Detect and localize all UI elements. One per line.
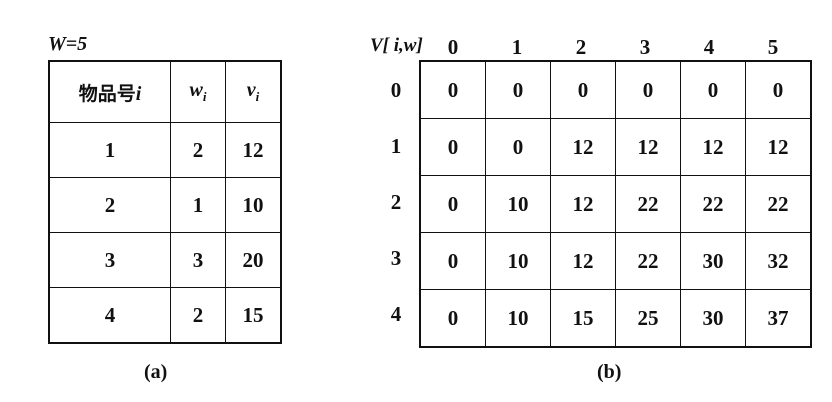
dp-cell: 10 [485,175,551,233]
dp-cell: 0 [419,118,486,176]
caption-b: (b) [597,361,622,383]
header-value-text: v [246,79,256,101]
item-cell: 3 [48,232,171,288]
row-header: 0 [390,78,402,102]
row-header: 4 [390,302,402,326]
item-cell: 1 [48,122,171,178]
value-cell: 12 [225,122,282,178]
dp-cell: 10 [485,289,551,348]
dp-cell: 30 [680,289,746,348]
table-row: 4 2 15 [48,287,282,344]
table-row: 2 1 10 [48,177,282,233]
table-row: 0 10 12 22 22 22 [419,175,812,233]
row-header: 1 [390,134,402,158]
dp-cell: 22 [680,175,746,233]
table-row: 0 10 12 22 30 32 [419,232,812,290]
dp-cell: 0 [550,60,616,119]
col-header: 2 [575,35,587,59]
dp-cell: 0 [680,60,746,119]
row-header: 3 [390,246,402,270]
row-header: 2 [390,190,402,214]
weight-cell: 2 [170,287,226,344]
dp-cell: 12 [550,175,616,233]
dp-cell: 0 [745,60,812,119]
items-table: 物品号i wi vi 1 2 12 2 1 10 3 3 20 4 2 15 [48,60,282,344]
header-weight-sub: i [202,89,207,104]
dp-cell: 12 [745,118,812,176]
dp-cell: 22 [615,232,681,290]
item-cell: 4 [48,287,171,344]
dp-cell: 15 [550,289,616,348]
dp-cell: 22 [615,175,681,233]
dp-cell: 0 [615,60,681,119]
dp-corner-label: V[ i,w] [370,35,423,56]
dp-cell: 10 [485,232,551,290]
dp-cell: 0 [485,60,551,119]
dp-cell: 12 [680,118,746,176]
table-row: 0 0 0 0 0 0 [419,60,812,119]
dp-cell: 37 [745,289,812,348]
dp-cell: 12 [550,232,616,290]
dp-cell: 0 [419,175,486,233]
header-item-number-var: i [135,82,142,105]
col-header: 3 [639,35,651,59]
weight-cell: 1 [170,177,226,233]
dp-cell: 0 [419,232,486,290]
dp-table: 0 0 0 0 0 0 0 0 12 12 12 12 0 10 12 22 2… [419,60,812,348]
col-header: 5 [767,35,779,59]
header-value-sub: i [255,89,260,104]
col-header: 0 [447,35,459,59]
capacity-label: W=5 [48,33,88,55]
dp-cell: 22 [745,175,812,233]
dp-cell: 0 [419,289,486,348]
table-row: 3 3 20 [48,232,282,288]
dp-cell: 0 [485,118,551,176]
header-weight-text: w [189,79,203,101]
dp-cell: 12 [550,118,616,176]
header-weight: wi [170,60,226,123]
table-row: 1 2 12 [48,122,282,178]
header-item-number-text: 物品号 [78,82,136,105]
weight-cell: 2 [170,122,226,178]
value-cell: 15 [225,287,282,344]
dp-cell: 30 [680,232,746,290]
header-item-number: 物品号i [48,60,171,123]
value-cell: 20 [225,232,282,288]
caption-a: (a) [144,361,168,383]
col-header: 1 [511,35,523,59]
table-row: 0 10 15 25 30 37 [419,289,812,348]
items-table-header-row: 物品号i wi vi [48,60,282,123]
weight-cell: 3 [170,232,226,288]
table-row: 0 0 12 12 12 12 [419,118,812,176]
value-cell: 10 [225,177,282,233]
dp-cell: 0 [419,60,486,119]
dp-cell: 12 [615,118,681,176]
dp-cell: 25 [615,289,681,348]
item-cell: 2 [48,177,171,233]
col-header: 4 [703,35,715,59]
header-value: vi [225,60,282,123]
dp-cell: 32 [745,232,812,290]
